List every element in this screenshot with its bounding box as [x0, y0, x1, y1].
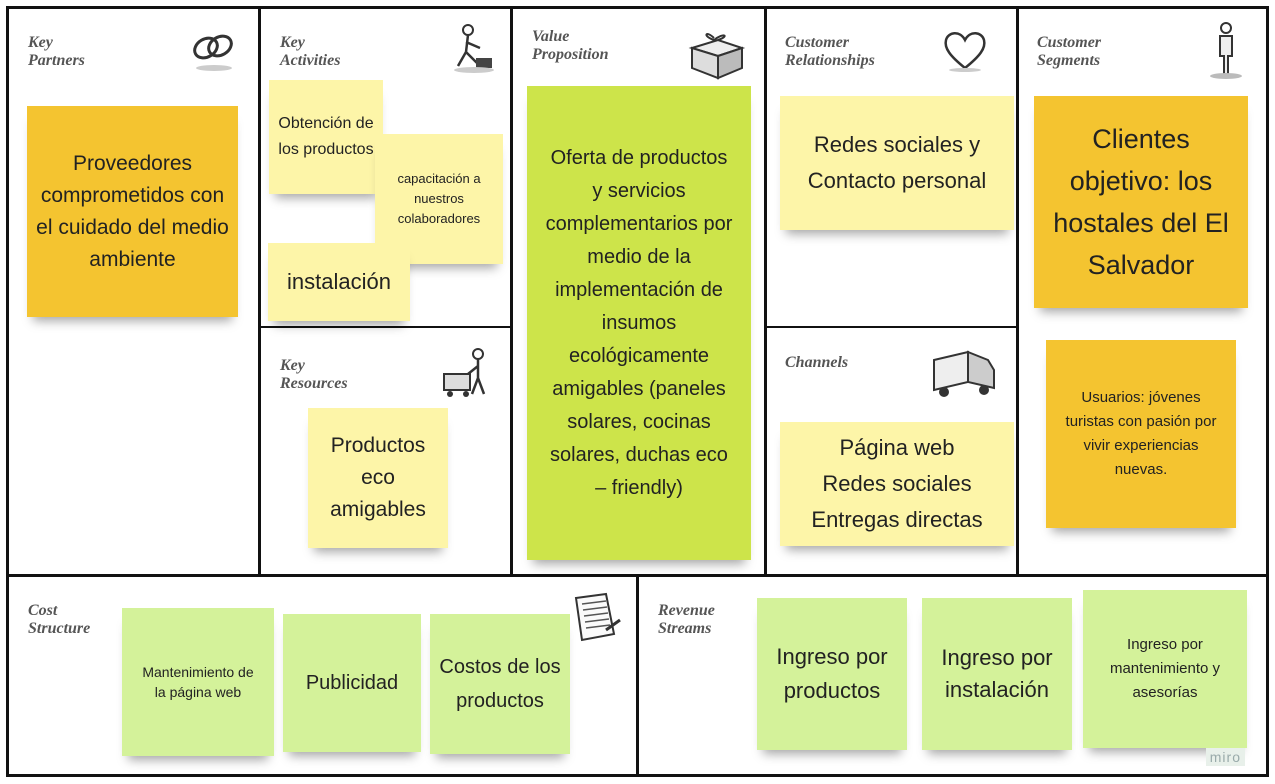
note-activity-capacitacion: capacitación a nuestros colaboradores [375, 134, 503, 264]
forklift-icon [443, 348, 486, 397]
note-key-resources: Productos eco amigables [308, 408, 448, 548]
receipt-icon [574, 592, 621, 642]
divider [636, 574, 639, 777]
heart-icon [944, 32, 986, 72]
note-activity-obtencion: Obtención de los productos [269, 80, 383, 194]
note-cost-productos: Costos de los productos [430, 614, 570, 754]
truck-icon [933, 350, 995, 397]
divider [764, 6, 767, 576]
note-revenue-mantenimiento: Ingreso por mantenimiento y asesorías [1083, 590, 1247, 748]
key-resources-title: Key Resources [280, 357, 348, 392]
customer-relationships-title: Customer Relationships [785, 34, 875, 69]
note-segment-usuarios: Usuarios: jóvenes turistas con pasión po… [1046, 340, 1236, 528]
revenue-streams-title: Revenue Streams [658, 602, 715, 637]
note-revenue-instalacion: Ingreso por instalación [922, 598, 1072, 750]
note-value-proposition: Oferta de productos y servicios compleme… [527, 86, 751, 560]
channels-title: Channels [785, 354, 849, 371]
note-activity-instalacion: instalación [268, 243, 410, 321]
miro-watermark: miro [1205, 748, 1245, 766]
note-key-partners: Proveedores comprometidos con el cuidado… [27, 106, 238, 317]
note-channels: Página web Redes sociales Entregas direc… [780, 422, 1014, 546]
note-segment-clientes: Clientes objetivo: los hostales del El S… [1034, 96, 1248, 308]
key-partners-title: Key Partners [28, 34, 85, 69]
cost-structure-title: Cost Structure [28, 602, 91, 637]
divider [258, 326, 512, 328]
divider [258, 6, 261, 576]
chain-icon [193, 34, 233, 71]
worker-icon [454, 24, 494, 73]
note-revenue-productos: Ingreso por productos [757, 598, 907, 750]
customer-segments-title: Customer Segments [1037, 34, 1102, 69]
note-cost-mantenimiento: Mantenimiento de la página web [122, 608, 274, 756]
divider [510, 6, 513, 576]
divider [1016, 6, 1019, 576]
key-activities-title: Key Activities [280, 34, 341, 69]
divider [764, 326, 1018, 328]
value-proposition-title: Value Proposition [532, 28, 609, 63]
note-customer-relationships: Redes sociales y Contacto personal [780, 96, 1014, 230]
person-icon [1210, 22, 1242, 79]
gift-icon [688, 33, 746, 80]
note-cost-publicidad: Publicidad [283, 614, 421, 752]
